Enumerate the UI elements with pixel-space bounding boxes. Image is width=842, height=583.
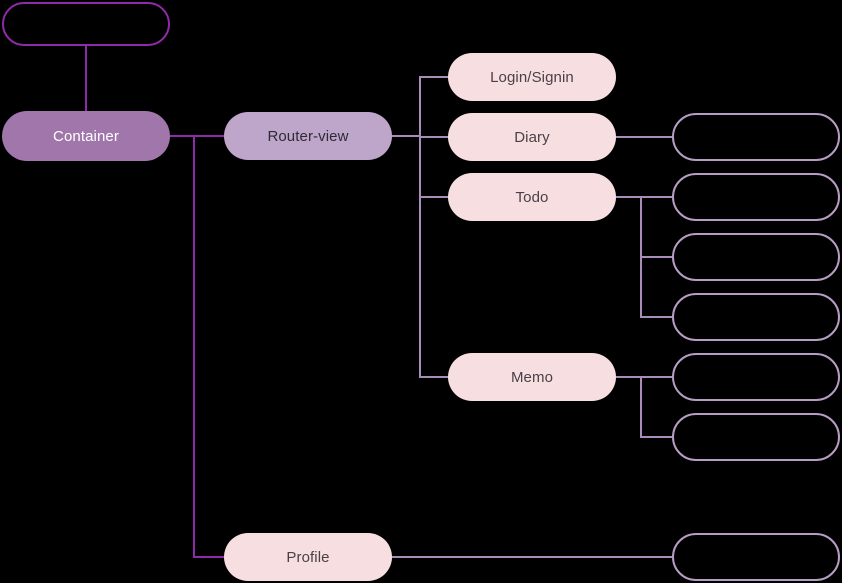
node-leaf-todo-1[interactable] [672, 173, 840, 221]
node-label-diary: Diary [514, 128, 550, 146]
node-label-container: Container [53, 127, 119, 145]
node-leaf-todo-2[interactable] [672, 233, 840, 281]
edge-todo-leaves [615, 196, 673, 318]
edge-memo-leaves [615, 376, 673, 438]
node-label-routerview: Router-view [267, 127, 349, 145]
node-diary[interactable]: Diary [448, 113, 616, 161]
node-leaf-profile-1[interactable] [672, 533, 840, 581]
node-todo[interactable]: Todo [448, 173, 616, 221]
node-login[interactable]: Login/Signin [448, 53, 616, 101]
node-leaf-memo-2[interactable] [672, 413, 840, 461]
edge-container-profile [193, 135, 225, 558]
node-label-profile: Profile [286, 548, 330, 566]
node-label-todo: Todo [515, 188, 549, 206]
edge-routerview-login [391, 76, 449, 378]
node-label-memo: Memo [510, 368, 554, 386]
node-leaf-todo-3[interactable] [672, 293, 840, 341]
node-memo[interactable]: Memo [448, 353, 616, 401]
node-leaf-diary-1[interactable] [672, 113, 840, 161]
node-container[interactable]: Container [2, 111, 170, 161]
node-root[interactable] [2, 2, 170, 46]
node-routerview[interactable]: Router-view [224, 112, 392, 160]
node-label-login: Login/Signin [490, 68, 574, 86]
node-leaf-memo-1[interactable] [672, 353, 840, 401]
node-profile[interactable]: Profile [224, 533, 392, 581]
